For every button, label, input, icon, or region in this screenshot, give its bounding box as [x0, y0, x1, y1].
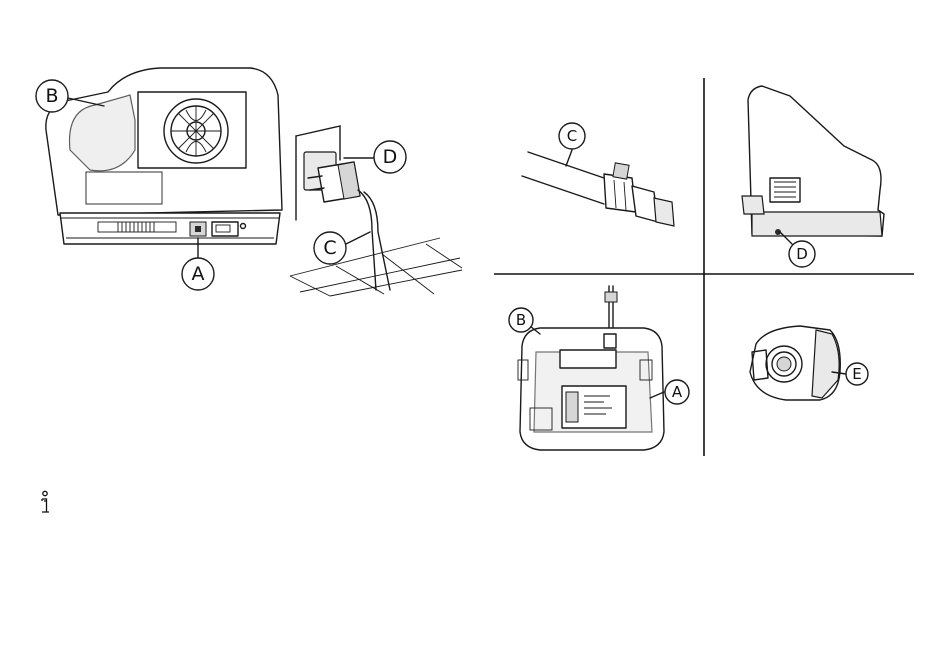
- svg-text:C: C: [567, 127, 577, 145]
- humidifier-rear-view: [46, 68, 282, 244]
- svg-text:E: E: [852, 365, 861, 383]
- device-side-view: [742, 86, 884, 236]
- svg-text:B: B: [45, 85, 58, 107]
- callout-D-port: D: [780, 232, 815, 267]
- callout-A-connector: A: [182, 238, 214, 290]
- callout-C-cord: C: [314, 232, 370, 264]
- info-icon: [38, 490, 52, 516]
- tubing-connector: [522, 152, 674, 226]
- svg-text:B: B: [516, 311, 526, 329]
- svg-text:A: A: [192, 263, 205, 285]
- svg-text:D: D: [383, 146, 398, 168]
- callout-B-underside: B: [509, 308, 540, 334]
- svg-text:C: C: [323, 237, 336, 259]
- outlet-port: [750, 326, 840, 400]
- svg-text:D: D: [796, 245, 808, 263]
- callout-C-tubing: C: [559, 123, 585, 166]
- svg-text:A: A: [672, 383, 683, 401]
- device-underside: [518, 286, 664, 450]
